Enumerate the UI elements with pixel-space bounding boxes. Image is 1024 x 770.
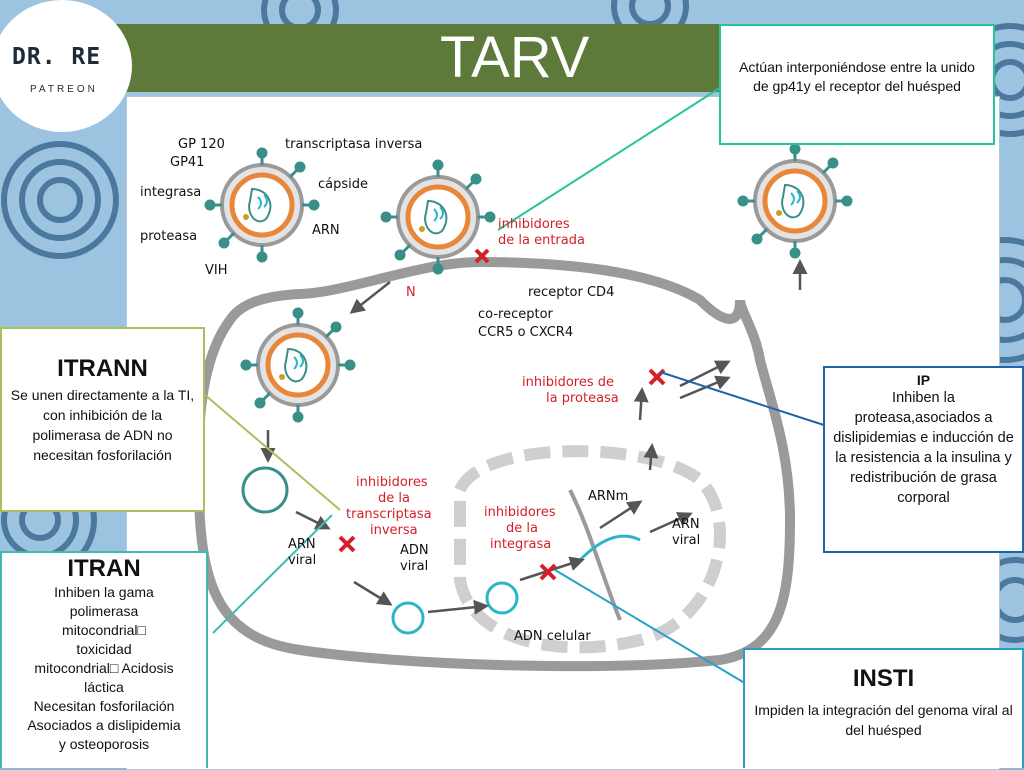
box-itrann: ITRANN Se unen directamente a la TI, con…: [0, 327, 205, 512]
insti-text: Impiden la integración del genoma viral …: [754, 702, 1013, 738]
x-mark-integrasa: [539, 563, 557, 581]
label-vih: VIH: [205, 263, 228, 278]
itran-title: ITRAN: [67, 555, 141, 582]
label-coreceptor-2: CCR5 o CXCR4: [478, 325, 573, 340]
label-arn-viral2-1: ARN: [672, 517, 700, 532]
adn-circle-nucleus: [485, 581, 519, 615]
label-inh-integrasa-2: de la: [506, 521, 538, 536]
label-adn-viral-2: viral: [400, 559, 428, 574]
ip-text: Inhiben la proteasa,asociados a dislipid…: [833, 390, 1014, 506]
logo-sub: PATREON: [30, 84, 98, 95]
box-insti: INSTI Impiden la integración del genoma …: [743, 648, 1024, 768]
hiv-virion-entry: [382, 161, 494, 273]
label-inh-proteasa-1: inhibidores de: [522, 375, 614, 390]
box-entry-text: Actúan interponiéndose entre la unido de…: [739, 59, 975, 94]
x-mark-entry: [474, 248, 490, 264]
label-coreceptor-1: co-receptor: [478, 307, 554, 322]
itran-line: toxicidad: [76, 641, 132, 657]
capsid-uncoated: [241, 466, 289, 514]
itran-line: Inhiben la gama: [54, 584, 154, 600]
label-adn-celular: ADN celular: [514, 629, 591, 644]
dna-cellular: [568, 489, 622, 621]
itran-line: mitocondrial□: [62, 622, 146, 638]
logo: DR. RE PATREON: [0, 0, 132, 132]
itran-line: y osteoporosis: [58, 736, 150, 752]
hiv-virion: [206, 149, 318, 261]
insti-title: INSTI: [852, 665, 915, 692]
x-mark-ti: [338, 535, 356, 553]
label-arnm: ARNm: [588, 489, 628, 504]
label-inh-ti-2: de la: [378, 491, 410, 506]
logo-name: DR. RE: [12, 44, 102, 70]
nucleus: [454, 445, 726, 654]
label-arn-viral-2: viral: [288, 553, 316, 568]
hiv-virion-released: [739, 145, 851, 257]
label-inh-proteasa-2: la proteasa: [546, 391, 619, 406]
connector-itrann: [204, 394, 341, 511]
label-inh-ti-3: transcriptasa: [346, 507, 432, 522]
connector-itran: [212, 514, 333, 634]
connector-ip: [659, 371, 831, 428]
itran-line: mitocondrial□ Acidosis: [34, 660, 174, 676]
label-arn-viral-1: ARN: [288, 537, 316, 552]
label-inh-entrada-2: de la entrada: [498, 233, 585, 248]
label-cd4-mark: N: [406, 285, 416, 300]
itrann-title: ITRANN: [57, 355, 148, 382]
page-title: TARV: [440, 25, 590, 90]
label-inh-integrasa-3: integrasa: [490, 537, 551, 552]
connector-entry: [497, 83, 727, 231]
label-inh-ti-4: inversa: [370, 523, 418, 538]
label-integrasa: integrasa: [140, 185, 201, 200]
label-gp41: GP41: [170, 155, 204, 170]
ip-title: IP: [916, 372, 931, 388]
itran-line: Asociados a dislipidemia: [27, 717, 181, 733]
label-ti: transcriptasa inversa: [285, 137, 422, 152]
box-entry-inhibitors: Actúan interponiéndose entre la unido de…: [719, 24, 995, 145]
adn-circle: [391, 601, 425, 635]
label-gp120: GP 120: [178, 137, 225, 152]
label-inh-integrasa-1: inhibidores: [484, 505, 556, 520]
label-arn-viral2-2: viral: [672, 533, 700, 548]
label-inh-ti-1: inhibidores: [356, 475, 428, 490]
connector-insti: [554, 569, 749, 686]
label-proteasa: proteasa: [140, 229, 197, 244]
label-adn-viral-1: ADN: [400, 543, 429, 558]
itrann-text: Se unen directamente a la TI, con inhibi…: [10, 387, 195, 463]
label-inh-entrada-1: inhibidores: [498, 217, 570, 232]
label-capside: cápside: [318, 177, 368, 192]
itran-line: polimerasa: [69, 603, 139, 619]
label-receptor: receptor CD4: [528, 285, 614, 300]
hiv-virion-fusion: [242, 309, 354, 421]
arnm-strand: [578, 534, 641, 562]
itran-line: Necesitan fosforilación: [33, 698, 175, 714]
box-ip: IP Inhiben la proteasa,asociados a disli…: [823, 366, 1024, 553]
box-itran: ITRAN Inhiben la gama polimerasa mitocon…: [0, 551, 208, 768]
itran-line: láctica: [84, 679, 124, 695]
label-arn: ARN: [312, 223, 340, 238]
